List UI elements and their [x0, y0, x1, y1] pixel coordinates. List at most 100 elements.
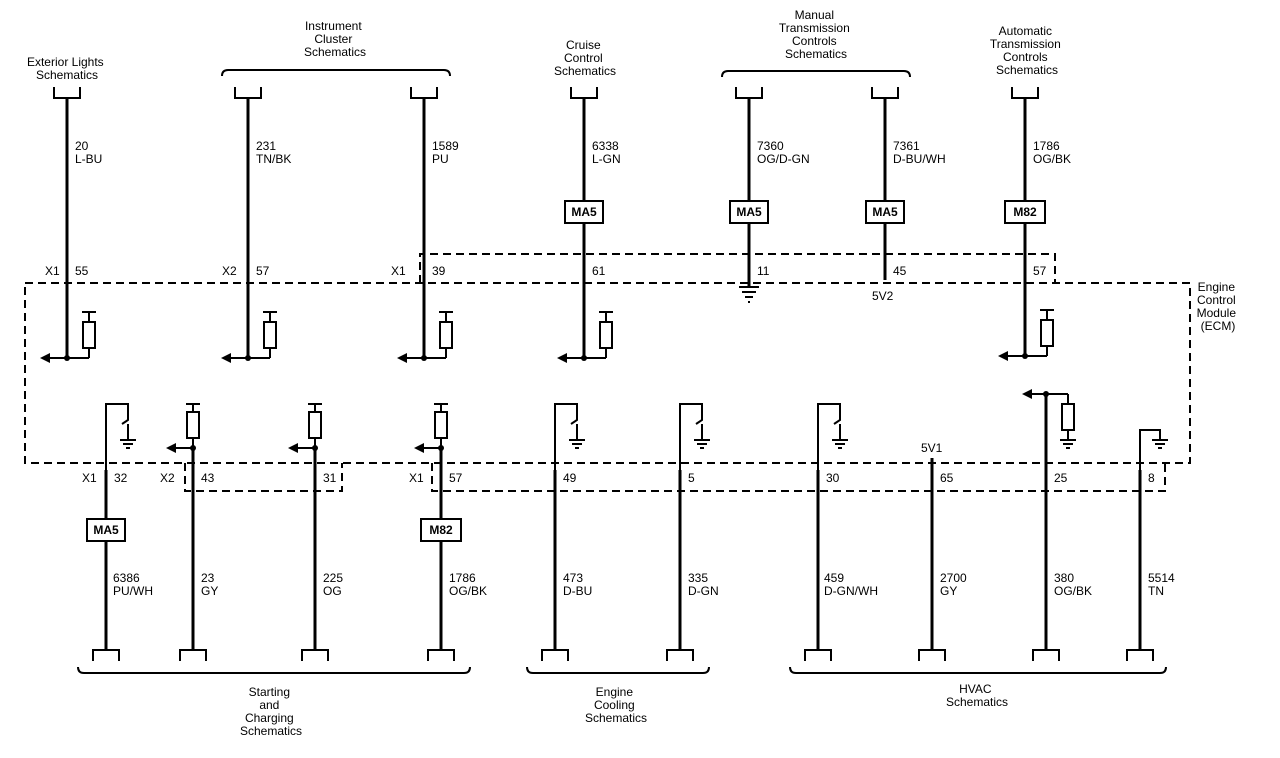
bottom-pin-labels: X1 32 X2 43 31 X1 57 49 5 30 65 25 8	[82, 471, 1155, 485]
pin-number: 39	[432, 264, 446, 278]
circuit-color: GY	[940, 584, 957, 598]
pin-number: 5	[688, 471, 695, 485]
dest-engine-cooling: Engine Cooling Schematics	[585, 685, 647, 725]
pin-number: 55	[75, 264, 89, 278]
splice-ma5-starting: MA5	[86, 518, 126, 542]
splice-ma5-manual-a: MA5	[729, 200, 769, 224]
circuit-number: 335	[688, 571, 708, 585]
pin-number: 43	[201, 471, 215, 485]
circuit-color: PU	[432, 152, 449, 166]
circuit-number: 7360	[757, 139, 784, 153]
circuit-number: 231	[256, 139, 276, 153]
bottom-wires	[104, 394, 1142, 650]
bottom-terminals	[92, 649, 1154, 661]
circuit-number: 20	[75, 139, 89, 153]
circuit-number: 1786	[449, 571, 476, 585]
circuit-color: TN/BK	[256, 152, 291, 166]
ecm-outline	[24, 282, 1191, 464]
connector-label: X2	[222, 264, 237, 278]
dest-starting-charging: Starting and Charging Schematics	[240, 685, 302, 738]
circuit-color: OG/BK	[1054, 584, 1092, 598]
pin-number: 57	[256, 264, 270, 278]
splice-ma5-cruise: MA5	[564, 200, 604, 224]
circuit-number: 23	[201, 571, 215, 585]
connector-label: X2	[160, 471, 175, 485]
dest-manual-transmission: Manual Transmission Controls Schematics	[779, 8, 853, 61]
connector-label: X1	[45, 264, 60, 278]
connector-box-bottom-left	[184, 463, 343, 492]
circuit-color: OG	[323, 584, 342, 598]
ground-symbol	[739, 286, 759, 303]
circuit-color: L-BU	[75, 152, 102, 166]
bracket-instrument-cluster	[221, 69, 451, 77]
top-pin-labels: X1 55 X2 57 X1 39 61 11 45 57	[45, 264, 1047, 278]
circuit-color: D-BU	[563, 584, 592, 598]
pin-number: 25	[1054, 471, 1068, 485]
circuit-color: OG/BK	[1033, 152, 1071, 166]
bottom-circuit-labels: 6386 PU/WH 23 GY 225 OG 1786 OG/BK 473 D…	[113, 571, 1175, 598]
circuit-number: 6338	[592, 139, 619, 153]
circuit-number: 2700	[940, 571, 967, 585]
circuit-color: PU/WH	[113, 584, 153, 598]
bracket-hvac	[789, 666, 1167, 674]
circuit-color: L-GN	[592, 152, 621, 166]
circuit-number: 459	[824, 571, 844, 585]
bracket-starting-charging	[77, 666, 471, 674]
svg-text:MA5: MA5	[872, 205, 898, 219]
pin-number: 32	[114, 471, 128, 485]
circuit-number: 1786	[1033, 139, 1060, 153]
pin-number: 65	[940, 471, 954, 485]
svg-text:MA5: MA5	[736, 205, 762, 219]
ecm-output-circuits	[105, 389, 1168, 470]
bracket-manual-transmission	[721, 70, 911, 78]
top-terminals	[53, 87, 1039, 99]
pin-number: 11	[757, 264, 770, 278]
circuit-number: 7361	[893, 139, 920, 153]
pin-number: 31	[323, 471, 337, 485]
circuit-number: 380	[1054, 571, 1074, 585]
svg-text:MA5: MA5	[93, 523, 119, 537]
circuit-number: 1589	[432, 139, 459, 153]
connector-label: X1	[391, 264, 406, 278]
top-circuit-labels: 20 L-BU 231 TN/BK 1589 PU 6338 L-GN 7360…	[75, 139, 1071, 166]
circuit-color: OG/D-GN	[757, 152, 810, 166]
dest-hvac: HVAC Schematics	[946, 682, 1008, 709]
dest-exterior-lights: Exterior Lights Schematics	[27, 55, 107, 82]
top-wires	[65, 98, 1027, 358]
circuit-color: D-GN	[688, 584, 719, 598]
svg-text:M82: M82	[1013, 205, 1037, 219]
splice-ma5-manual-b: MA5	[865, 200, 905, 224]
ecm-label: Engine Control Module (ECM)	[1197, 280, 1240, 333]
bracket-engine-cooling	[526, 666, 710, 674]
circuit-number: 6386	[113, 571, 140, 585]
connector-label: X1	[82, 471, 97, 485]
connector-box-bottom-right	[431, 463, 1166, 492]
circuit-color: D-GN/WH	[824, 584, 878, 598]
reference-5v1: 5V1	[921, 441, 943, 455]
dest-instrument-cluster: Instrument Cluster Schematics	[304, 19, 366, 59]
ecm-input-circuits	[40, 309, 1054, 363]
circuit-color: OG/BK	[449, 584, 487, 598]
svg-text:M82: M82	[429, 523, 453, 537]
circuit-number: 225	[323, 571, 343, 585]
pin-number: 61	[592, 264, 606, 278]
circuit-number: 473	[563, 571, 583, 585]
reference-5v2: 5V2	[872, 289, 894, 303]
pin-number: 49	[563, 471, 577, 485]
pin-number: 8	[1148, 471, 1155, 485]
pin-number: 30	[826, 471, 840, 485]
splice-m82-starting: M82	[420, 518, 462, 542]
circuit-color: TN	[1148, 584, 1164, 598]
dest-cruise-control: Cruise Control Schematics	[554, 38, 616, 78]
connector-label: X1	[409, 471, 424, 485]
svg-text:MA5: MA5	[571, 205, 597, 219]
splice-m82-automatic: M82	[1004, 200, 1046, 224]
connector-box-top	[419, 253, 1056, 283]
pin-number: 45	[893, 264, 907, 278]
circuit-number: 5514	[1148, 571, 1175, 585]
pin-number: 57	[449, 471, 463, 485]
pin-number: 57	[1033, 264, 1047, 278]
dest-automatic-transmission: Automatic Transmission Controls Schemati…	[990, 24, 1064, 77]
